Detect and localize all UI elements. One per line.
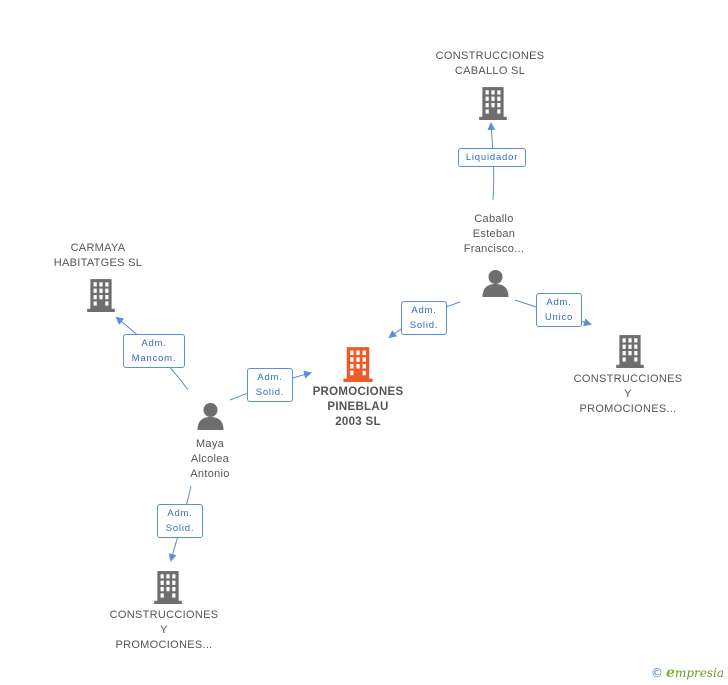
node-label-construcciones-right[interactable]: CONSTRUCCIONES Y PROMOCIONES... xyxy=(573,373,683,415)
edge-label-maya-bottom[interactable]: Adm. Solid. xyxy=(157,504,203,538)
edge-label-caballo-right[interactable]: Adm. Unico xyxy=(536,293,582,327)
person-icon[interactable] xyxy=(482,270,509,297)
edge-label-maya-carmaya[interactable]: Adm. Mancom. xyxy=(123,334,185,368)
building-icon[interactable] xyxy=(343,347,373,382)
edge-label-maya-main[interactable]: Adm. Solid. xyxy=(247,368,293,402)
node-label-promociones-pineblau[interactable]: PROMOCIONES PINEBLAU 2003 SL xyxy=(312,386,404,428)
node-label-caballo-esteban[interactable]: Caballo Esteban Francisco... xyxy=(463,213,525,255)
brand-initial: e xyxy=(666,665,675,681)
node-label-carmaya[interactable]: CARMAYA HABITATGES SL xyxy=(53,242,143,269)
empresia-watermark: ©empresia xyxy=(651,665,724,681)
building-icon[interactable] xyxy=(479,87,507,120)
node-label-construcciones-bottom[interactable]: CONSTRUCCIONES Y PROMOCIONES... xyxy=(109,609,219,651)
building-icon[interactable] xyxy=(154,571,182,604)
brand-name: mpresia xyxy=(674,666,724,680)
edge-label-caballo-main[interactable]: Adm. Solid. xyxy=(401,301,447,335)
person-icon[interactable] xyxy=(197,403,224,430)
copyright-icon: © xyxy=(651,666,664,680)
building-icon[interactable] xyxy=(87,279,115,312)
node-label-construcciones-caballo[interactable]: CONSTRUCCIONES CABALLO SL xyxy=(435,50,545,77)
node-label-maya-alcolea[interactable]: Maya Alcolea Antonio xyxy=(190,438,230,480)
edge-label-liquidador[interactable]: Liquidador xyxy=(458,148,526,167)
building-icon[interactable] xyxy=(616,335,644,368)
